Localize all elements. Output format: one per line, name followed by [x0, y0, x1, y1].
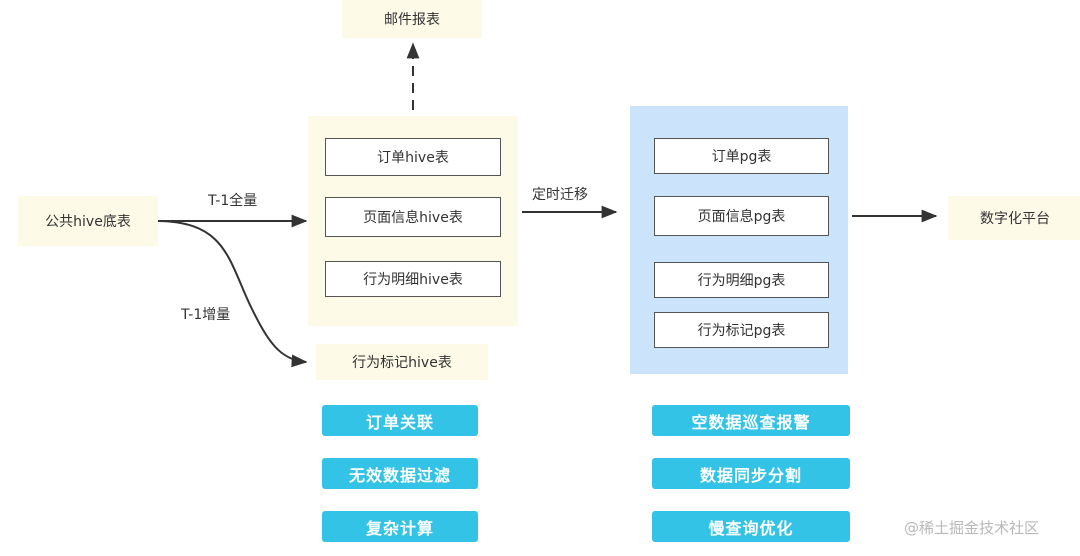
hive-table-behavior-detail: 行为明细hive表	[325, 261, 501, 297]
pg-table-page-info: 页面信息pg表	[654, 196, 829, 236]
hive-table-order-label: 订单hive表	[377, 150, 449, 166]
pg-table-page-info-label: 页面信息pg表	[697, 209, 786, 225]
digital-platform-node: 数字化平台	[948, 196, 1080, 240]
hive-tag-invalid-filter: 无效数据过滤	[322, 458, 478, 489]
marker-table-label: 行为标记hive表	[352, 355, 452, 371]
edge-label-migrate: 定时迁移	[532, 187, 588, 203]
arrow-source-to-marker	[157, 220, 308, 368]
hive-table-behavior-detail-label: 行为明细hive表	[363, 272, 463, 288]
hive-tag-order-join: 订单关联	[322, 405, 478, 436]
pg-table-order-label: 订单pg表	[711, 149, 772, 165]
edge-label-full: T-1全量	[208, 193, 258, 209]
digital-platform-label: 数字化平台	[980, 211, 1050, 227]
pg-table-behavior-marker: 行为标记pg表	[654, 312, 829, 348]
hive-panel: 订单hive表 页面信息hive表 行为明细hive表	[308, 116, 518, 326]
hive-tag-complex-calc: 复杂计算	[322, 511, 478, 542]
email-report-node: 邮件报表	[342, 0, 482, 38]
hive-table-order: 订单hive表	[325, 138, 501, 176]
hive-table-page-info-label: 页面信息hive表	[363, 210, 463, 226]
marker-table-node: 行为标记hive表	[316, 344, 488, 380]
pg-tag-sync-split: 数据同步分割	[652, 458, 850, 489]
hive-table-page-info: 页面信息hive表	[325, 197, 501, 237]
pg-table-behavior-detail-label: 行为明细pg表	[697, 273, 786, 289]
pg-table-order: 订单pg表	[654, 138, 829, 174]
source-node: 公共hive底表	[18, 196, 158, 246]
watermark: @稀土掘金技术社区	[904, 519, 1040, 537]
source-node-label: 公共hive底表	[45, 214, 131, 230]
pg-tag-null-alert: 空数据巡查报警	[652, 405, 850, 436]
pg-panel: 订单pg表 页面信息pg表 行为明细pg表 行为标记pg表	[630, 106, 848, 374]
pg-table-behavior-marker-label: 行为标记pg表	[697, 323, 786, 339]
edge-label-incremental: T-1增量	[181, 307, 231, 323]
email-report-label: 邮件报表	[384, 12, 440, 28]
pg-table-behavior-detail: 行为明细pg表	[654, 262, 829, 298]
pg-tag-slow-query: 慢查询优化	[652, 511, 850, 542]
